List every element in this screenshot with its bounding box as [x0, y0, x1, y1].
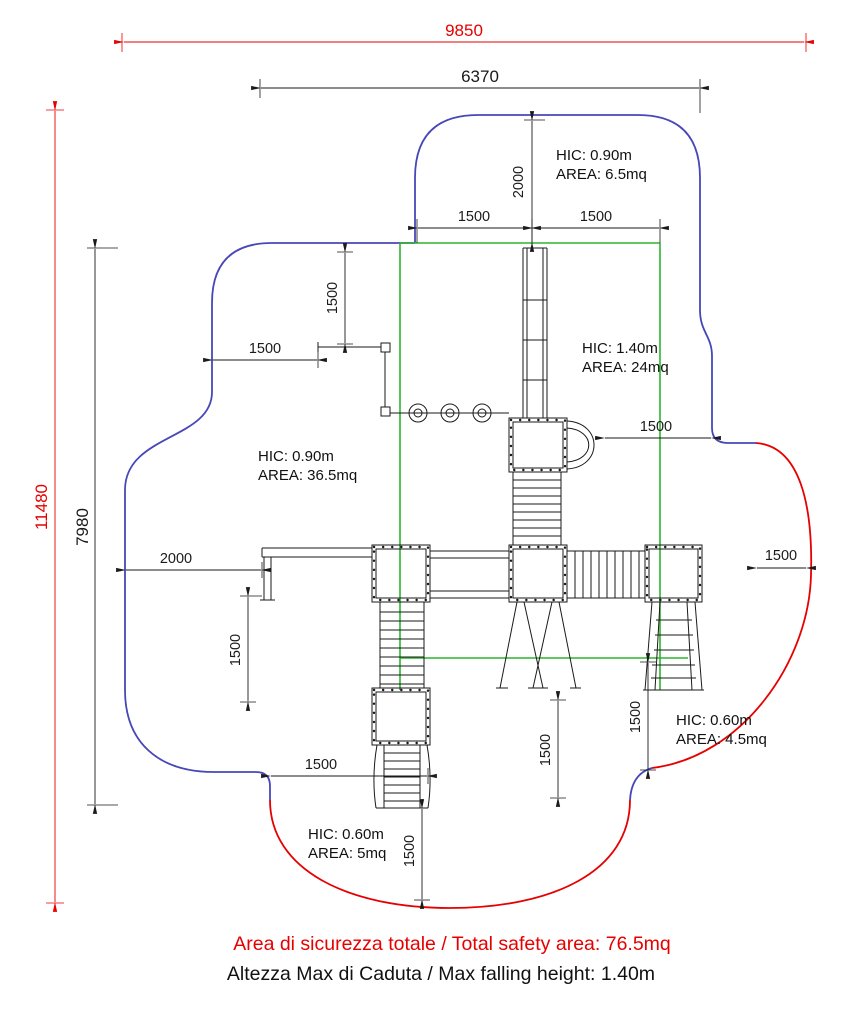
dim-overall-height: 11480 — [32, 101, 64, 912]
zone-left-hic: HIC: 0.90m — [258, 448, 334, 465]
impact-arc-bottom — [269, 799, 631, 909]
dim-text-11480: 11480 — [32, 484, 51, 530]
dim-leftcenter-1500-vertical: 1500 — [228, 587, 262, 711]
left-platform-bolts — [372, 545, 430, 602]
dim-text-1500-bottomcenter: 1500 — [402, 835, 418, 867]
dim-text-1500-bottomleft: 1500 — [305, 757, 337, 773]
footer-notes: Area di sicurezza totale / Total safety … — [227, 933, 671, 985]
dim-text-2000-top: 2000 — [511, 166, 527, 198]
dim-top-2000: 2000 — [511, 111, 545, 252]
zone-label-bottom: HIC: 0.60m AREA: 5mq — [308, 826, 386, 862]
dim-ext-9850 — [121, 33, 807, 52]
dim-centerbottom-1500-vertical: 1500 — [538, 691, 566, 807]
total-safety-area-note: Area di sicurezza totale / Total safety … — [233, 933, 671, 955]
dim-text-1500-upperleft-v: 1500 — [325, 282, 341, 314]
dim-top-1500-left: 1500 — [408, 209, 661, 248]
outline-bottom-right-connector — [629, 767, 653, 801]
dim-text-1500-right: 1500 — [765, 548, 797, 564]
dim-text-1500-topleft: 1500 — [458, 209, 490, 225]
dim-text-7980: 7980 — [73, 508, 92, 546]
dim-text-2000-left: 2000 — [160, 551, 192, 567]
central-platform-bolts — [509, 545, 567, 602]
zone-right-hic: HIC: 1.40m — [582, 340, 658, 357]
dim-left-2000: 2000 — [116, 551, 271, 578]
zone-label-bottom-right: HIC: 0.60m AREA: 4.5mq — [676, 712, 767, 748]
left-beam — [260, 547, 372, 601]
zone-top-area: AREA: 6.5mq — [556, 166, 647, 183]
dim-ext-11480 — [46, 109, 64, 904]
zone-bottom-hic: HIC: 0.60m — [308, 826, 384, 843]
zone-right-area: AREA: 24mq — [582, 359, 669, 376]
dim-top-1500-right: 1500 — [523, 209, 669, 231]
zone-bottomright-hic: HIC: 0.60m — [676, 712, 752, 729]
dim-rightbottom-1500-vertical: 1500 — [628, 653, 656, 779]
dim-left-height: 7980 — [73, 239, 118, 814]
zone-top-hic: HIC: 0.90m — [556, 147, 632, 164]
dim-right-1500: 1500 — [747, 548, 816, 571]
impact-arc-right — [651, 442, 813, 769]
central-platform — [508, 544, 568, 603]
crawl-arc — [566, 420, 595, 470]
play-structure — [260, 247, 704, 809]
left-bridge — [430, 550, 509, 599]
dim-right-mid-1500: 1500 — [595, 419, 721, 441]
dim-upperleft-1500-vertical: 1500 — [325, 243, 353, 353]
dim-text-9850: 9850 — [445, 21, 483, 40]
zone-left-area: AREA: 36.5mq — [258, 467, 357, 484]
max-falling-height-note: Altezza Max di Caduta / Max falling heig… — [227, 963, 655, 985]
safety-area-outline — [124, 114, 756, 801]
dim-text-1500-topright: 1500 — [580, 209, 612, 225]
dim-text-1500-upperleft-h: 1500 — [249, 341, 281, 357]
left-platform — [371, 544, 431, 603]
dim-bottomleft-1500-horizontal: 1500 — [261, 757, 437, 784]
zone-bottom-area: AREA: 5mq — [308, 845, 386, 862]
dim-ext-6370 — [259, 79, 701, 113]
outline-top-right-lobe — [414, 114, 756, 444]
dim-upperleft-1500-horizontal: 1500 — [203, 341, 327, 368]
lower-left-platform-bolts — [372, 688, 430, 745]
zone-label-top: HIC: 0.90m AREA: 6.5mq — [556, 147, 647, 183]
top-tower — [522, 247, 548, 418]
center-stairs — [512, 472, 562, 545]
bottom-steps — [373, 744, 431, 809]
dim-text-1500-leftcenter: 1500 — [228, 634, 244, 666]
upper-platform — [508, 417, 568, 473]
outline-left-side — [124, 242, 415, 800]
green-lines — [399, 242, 688, 690]
zone-boundary-green — [399, 242, 688, 690]
dim-text-1500-centerbottom: 1500 — [538, 734, 554, 766]
dim-text-1500-rightbottom: 1500 — [628, 701, 644, 733]
right-climber — [643, 601, 704, 691]
right-bridge — [567, 550, 645, 599]
dim-text-1500-rightmid: 1500 — [640, 419, 672, 435]
right-platform — [644, 544, 703, 603]
dim-bottomcenter-1500-vertical: 1500 — [402, 799, 430, 909]
dim-overall-width: 9850 — [114, 21, 814, 52]
impact-arcs — [269, 442, 813, 909]
left-ladder — [379, 602, 425, 688]
zone-label-left: HIC: 0.90m AREA: 36.5mq — [258, 448, 357, 484]
hanging-rings — [408, 403, 492, 423]
dim-text-6370: 6370 — [461, 67, 499, 86]
zone-bottomright-area: AREA: 4.5mq — [676, 731, 767, 748]
handrail — [317, 342, 509, 417]
right-platform-bolts — [645, 545, 702, 602]
rope-tripod — [496, 601, 581, 689]
lower-left-platform — [371, 687, 431, 746]
zone-label-right: HIC: 1.40m AREA: 24mq — [582, 340, 669, 376]
dim-ext-7980 — [87, 247, 118, 806]
dim-upper-width: 6370 — [251, 67, 709, 113]
upper-platform-bolts — [509, 418, 567, 472]
